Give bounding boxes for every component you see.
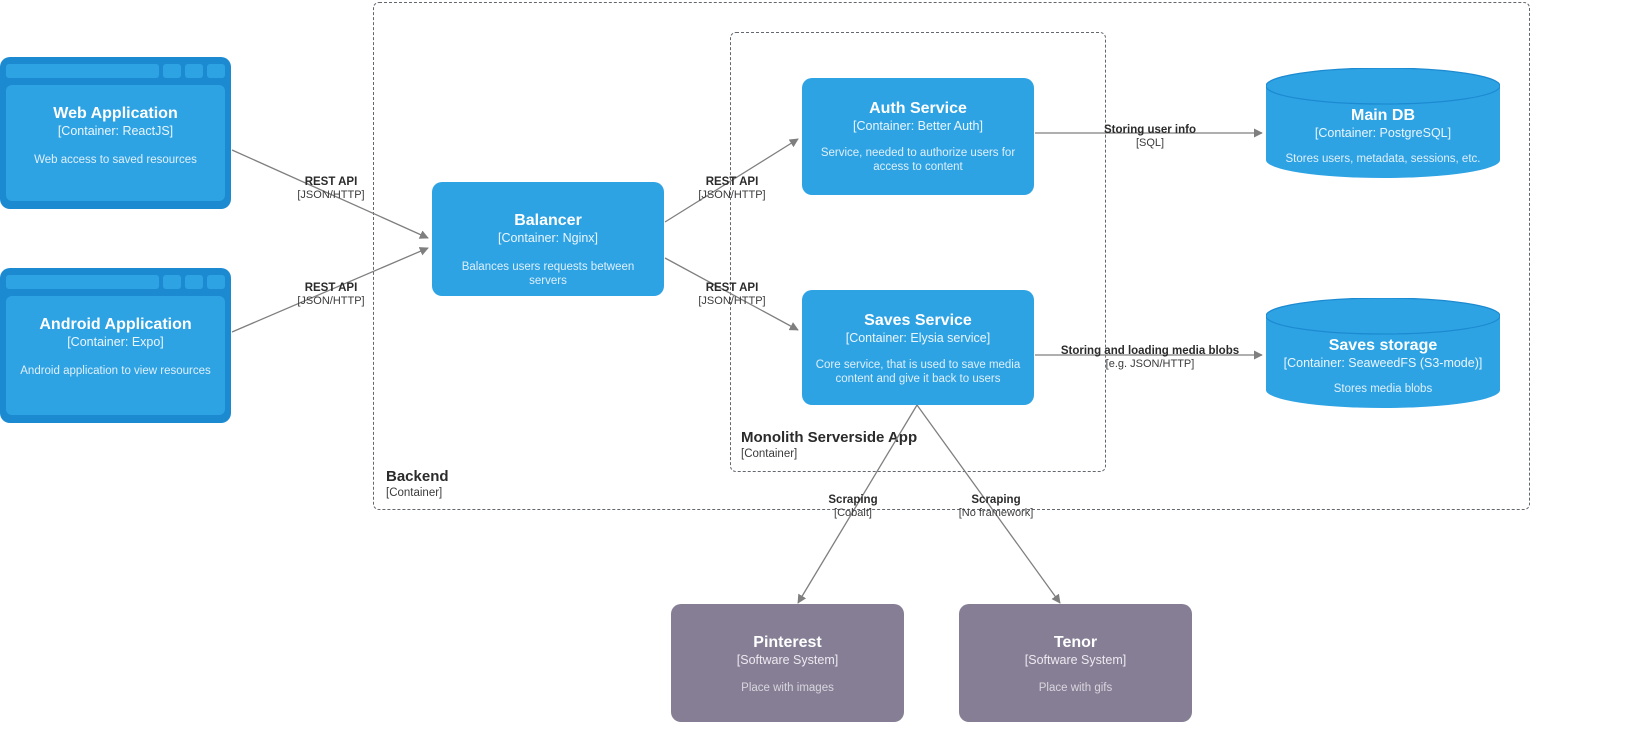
boundary-backend-label: Backend [Container] — [386, 468, 449, 500]
edge-label-auth-to-maindb: Storing user info [SQL] — [1080, 124, 1220, 150]
node-desc: Place with images — [741, 682, 834, 694]
node-title: Main DB — [1351, 107, 1415, 124]
node-tech: [Container: SeaweedFS (S3-mode)] — [1283, 356, 1483, 370]
node-title: Tenor — [1053, 634, 1098, 651]
node-title: Balancer — [514, 212, 582, 229]
edge-label-name: REST API — [304, 176, 358, 188]
node-tech: [Container: Expo] — [67, 335, 164, 349]
node-main-db-text: Main DB [Container: PostgreSQL] Stores u… — [1266, 68, 1500, 166]
edge-label-balancer-to-saves: REST API [JSON/HTTP] — [668, 282, 796, 308]
edge-label-tech: [No framework] — [958, 507, 1034, 519]
cylinder-shape-icon — [1266, 68, 1500, 178]
node-web-application[interactable]: Web Application [Container: ReactJS] Web… — [0, 57, 231, 209]
node-tech: [Container: Better Auth] — [853, 119, 983, 133]
window-button-icon — [163, 275, 181, 289]
node-desc: Service, needed to authorize users for a… — [820, 147, 1016, 173]
edge-label-balancer-to-auth: REST API [JSON/HTTP] — [668, 176, 796, 202]
boundary-monolith-name: Monolith Serverside App — [741, 429, 918, 446]
window-urlbar — [6, 275, 159, 289]
window-button-icon — [185, 275, 203, 289]
edge-label-name: Scraping — [828, 494, 878, 506]
node-tech: [Software System] — [1024, 653, 1127, 667]
node-tech: [Container: ReactJS] — [57, 124, 174, 138]
window-screen: Web Application [Container: ReactJS] Web… — [6, 85, 225, 201]
boundary-monolith-label: Monolith Serverside App [Container] — [741, 429, 917, 461]
node-tech: [Software System] — [736, 653, 839, 667]
node-title: Web Application — [53, 105, 178, 122]
node-title: Saves Service — [864, 312, 972, 329]
node-tech: [Container: PostgreSQL] — [1314, 126, 1452, 140]
boundary-monolith-tech: [Container] — [741, 448, 798, 460]
node-desc: Stores media blobs — [1333, 383, 1433, 395]
node-desc: Core service, that is used to save media… — [815, 359, 1021, 385]
node-desc: Web access to saved resources — [34, 154, 197, 166]
window-button-icon — [207, 64, 225, 78]
node-desc: Stores users, metadata, sessions, etc. — [1285, 153, 1481, 165]
node-saves-storage[interactable]: Saves storage [Container: SeaweedFS (S3-… — [1266, 298, 1500, 408]
edge-label-tech: [e.g. JSON/HTTP] — [1105, 358, 1195, 370]
edge-label-tech: [SQL] — [1135, 137, 1165, 149]
node-saves-storage-text: Saves storage [Container: SeaweedFS (S3-… — [1266, 298, 1500, 396]
node-title: Auth Service — [869, 100, 967, 117]
node-tenor[interactable]: Tenor [Software System] Place with gifs — [959, 604, 1192, 722]
node-title: Android Application — [39, 316, 192, 333]
node-tech: [Container: Nginx] — [497, 231, 599, 245]
node-pinterest[interactable]: Pinterest [Software System] Place with i… — [671, 604, 904, 722]
window-titlebar — [6, 274, 225, 290]
node-title: Saves storage — [1328, 337, 1438, 354]
edge-label-android-to-balancer: REST API [JSON/HTTP] — [267, 282, 395, 308]
window-screen: Android Application [Container: Expo] An… — [6, 296, 225, 415]
node-saves-service[interactable]: Saves Service [Container: Elysia service… — [802, 290, 1034, 405]
window-button-icon — [207, 275, 225, 289]
edge-label-tech: [JSON/HTTP] — [297, 189, 365, 201]
node-auth-service[interactable]: Auth Service [Container: Better Auth] Se… — [802, 78, 1034, 195]
node-main-db[interactable]: Main DB [Container: PostgreSQL] Stores u… — [1266, 68, 1500, 178]
window-button-icon — [185, 64, 203, 78]
edge-label-tech: [JSON/HTTP] — [297, 295, 365, 307]
window-button-icon — [163, 64, 181, 78]
window-urlbar — [6, 64, 159, 78]
node-tech: [Container: Elysia service] — [845, 331, 991, 345]
edge-label-saves-to-storage: Storing and loading media blobs [e.g. JS… — [1040, 345, 1260, 371]
node-balancer[interactable]: Balancer [Container: Nginx] Balances use… — [432, 182, 664, 296]
edge-label-tech: [JSON/HTTP] — [698, 189, 766, 201]
edge-label-tech: [JSON/HTTP] — [698, 295, 766, 307]
edge-label-name: Scraping — [971, 494, 1021, 506]
edge-label-name: Storing user info — [1104, 124, 1196, 136]
edge-label-tech: [Cobalt] — [834, 507, 872, 519]
cylinder-shape-icon — [1266, 298, 1500, 408]
edge-label-name: REST API — [304, 282, 358, 294]
node-title: Pinterest — [753, 634, 822, 651]
node-android-application[interactable]: Android Application [Container: Expo] An… — [0, 268, 231, 423]
edge-label-saves-to-pinterest: Scraping [Cobalt] — [793, 494, 913, 520]
edge-label-name: Storing and loading media blobs — [1060, 345, 1240, 357]
boundary-backend-name: Backend — [386, 468, 449, 485]
edge-label-saves-to-tenor: Scraping [No framework] — [936, 494, 1056, 520]
window-titlebar — [6, 63, 225, 79]
edge-label-name: REST API — [705, 176, 759, 188]
node-desc: Place with gifs — [1038, 682, 1113, 694]
node-desc: Android application to view resources — [20, 365, 211, 377]
node-desc: Balances users requests between servers — [461, 261, 635, 287]
edge-label-name: REST API — [705, 282, 759, 294]
boundary-backend-tech: [Container] — [386, 487, 443, 499]
edge-label-web-to-balancer: REST API [JSON/HTTP] — [267, 176, 395, 202]
